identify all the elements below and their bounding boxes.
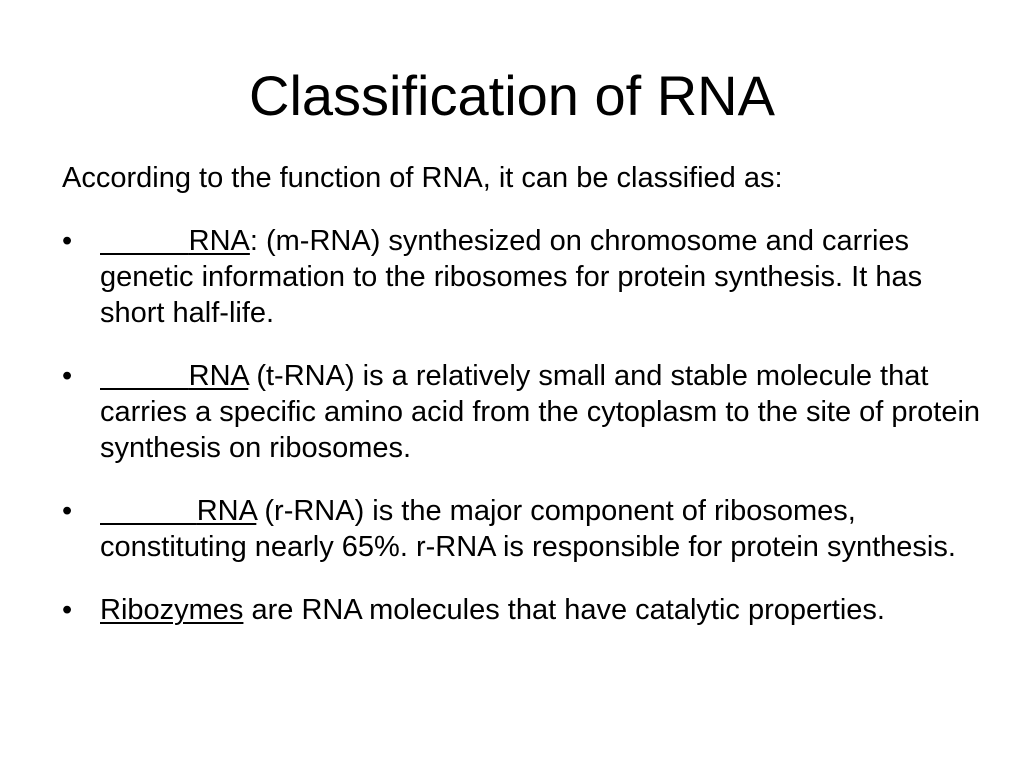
fill-in-term: RNA bbox=[100, 225, 250, 257]
bullet-text: are RNA molecules that have catalytic pr… bbox=[243, 594, 885, 626]
term-label: Ribozymes bbox=[100, 594, 244, 626]
bullet-icon: • bbox=[62, 594, 73, 626]
bullet-item-rrna: • RNA (r-RNA) is the major component of … bbox=[62, 493, 982, 565]
fill-in-term: RNA bbox=[100, 360, 249, 392]
intro-text: According to the function of RNA, it can… bbox=[62, 162, 783, 194]
fill-in-term: RNA bbox=[100, 495, 257, 527]
bullet-text: (r-RNA) is the major component of riboso… bbox=[100, 495, 956, 563]
term-label: RNA bbox=[188, 360, 249, 392]
term-label: RNA bbox=[188, 225, 250, 257]
bullet-icon: • bbox=[62, 225, 73, 257]
slide-title: Classification of RNA bbox=[249, 64, 775, 127]
bullet-icon: • bbox=[62, 360, 73, 392]
bullet-item-ribozymes: • Ribozymes are RNA molecules that have … bbox=[62, 592, 982, 628]
bullet-item-mrna: • RNA: (m-RNA) synthesized on chromosome… bbox=[62, 223, 982, 331]
bullet-item-trna: • RNA (t-RNA) is a relatively small and … bbox=[62, 358, 982, 466]
fill-in-blank bbox=[100, 495, 197, 527]
fill-in-blank bbox=[100, 225, 189, 257]
term-label: RNA bbox=[196, 495, 257, 527]
bullet-icon: • bbox=[62, 495, 73, 527]
fill-in-blank bbox=[100, 360, 189, 392]
bullet-list: • RNA: (m-RNA) synthesized on chromosome… bbox=[62, 223, 982, 655]
bullet-text: (t-RNA) is a relatively small and stable… bbox=[100, 360, 981, 464]
bullet-text: : (m-RNA) synthesized on chromosome and … bbox=[100, 225, 923, 329]
